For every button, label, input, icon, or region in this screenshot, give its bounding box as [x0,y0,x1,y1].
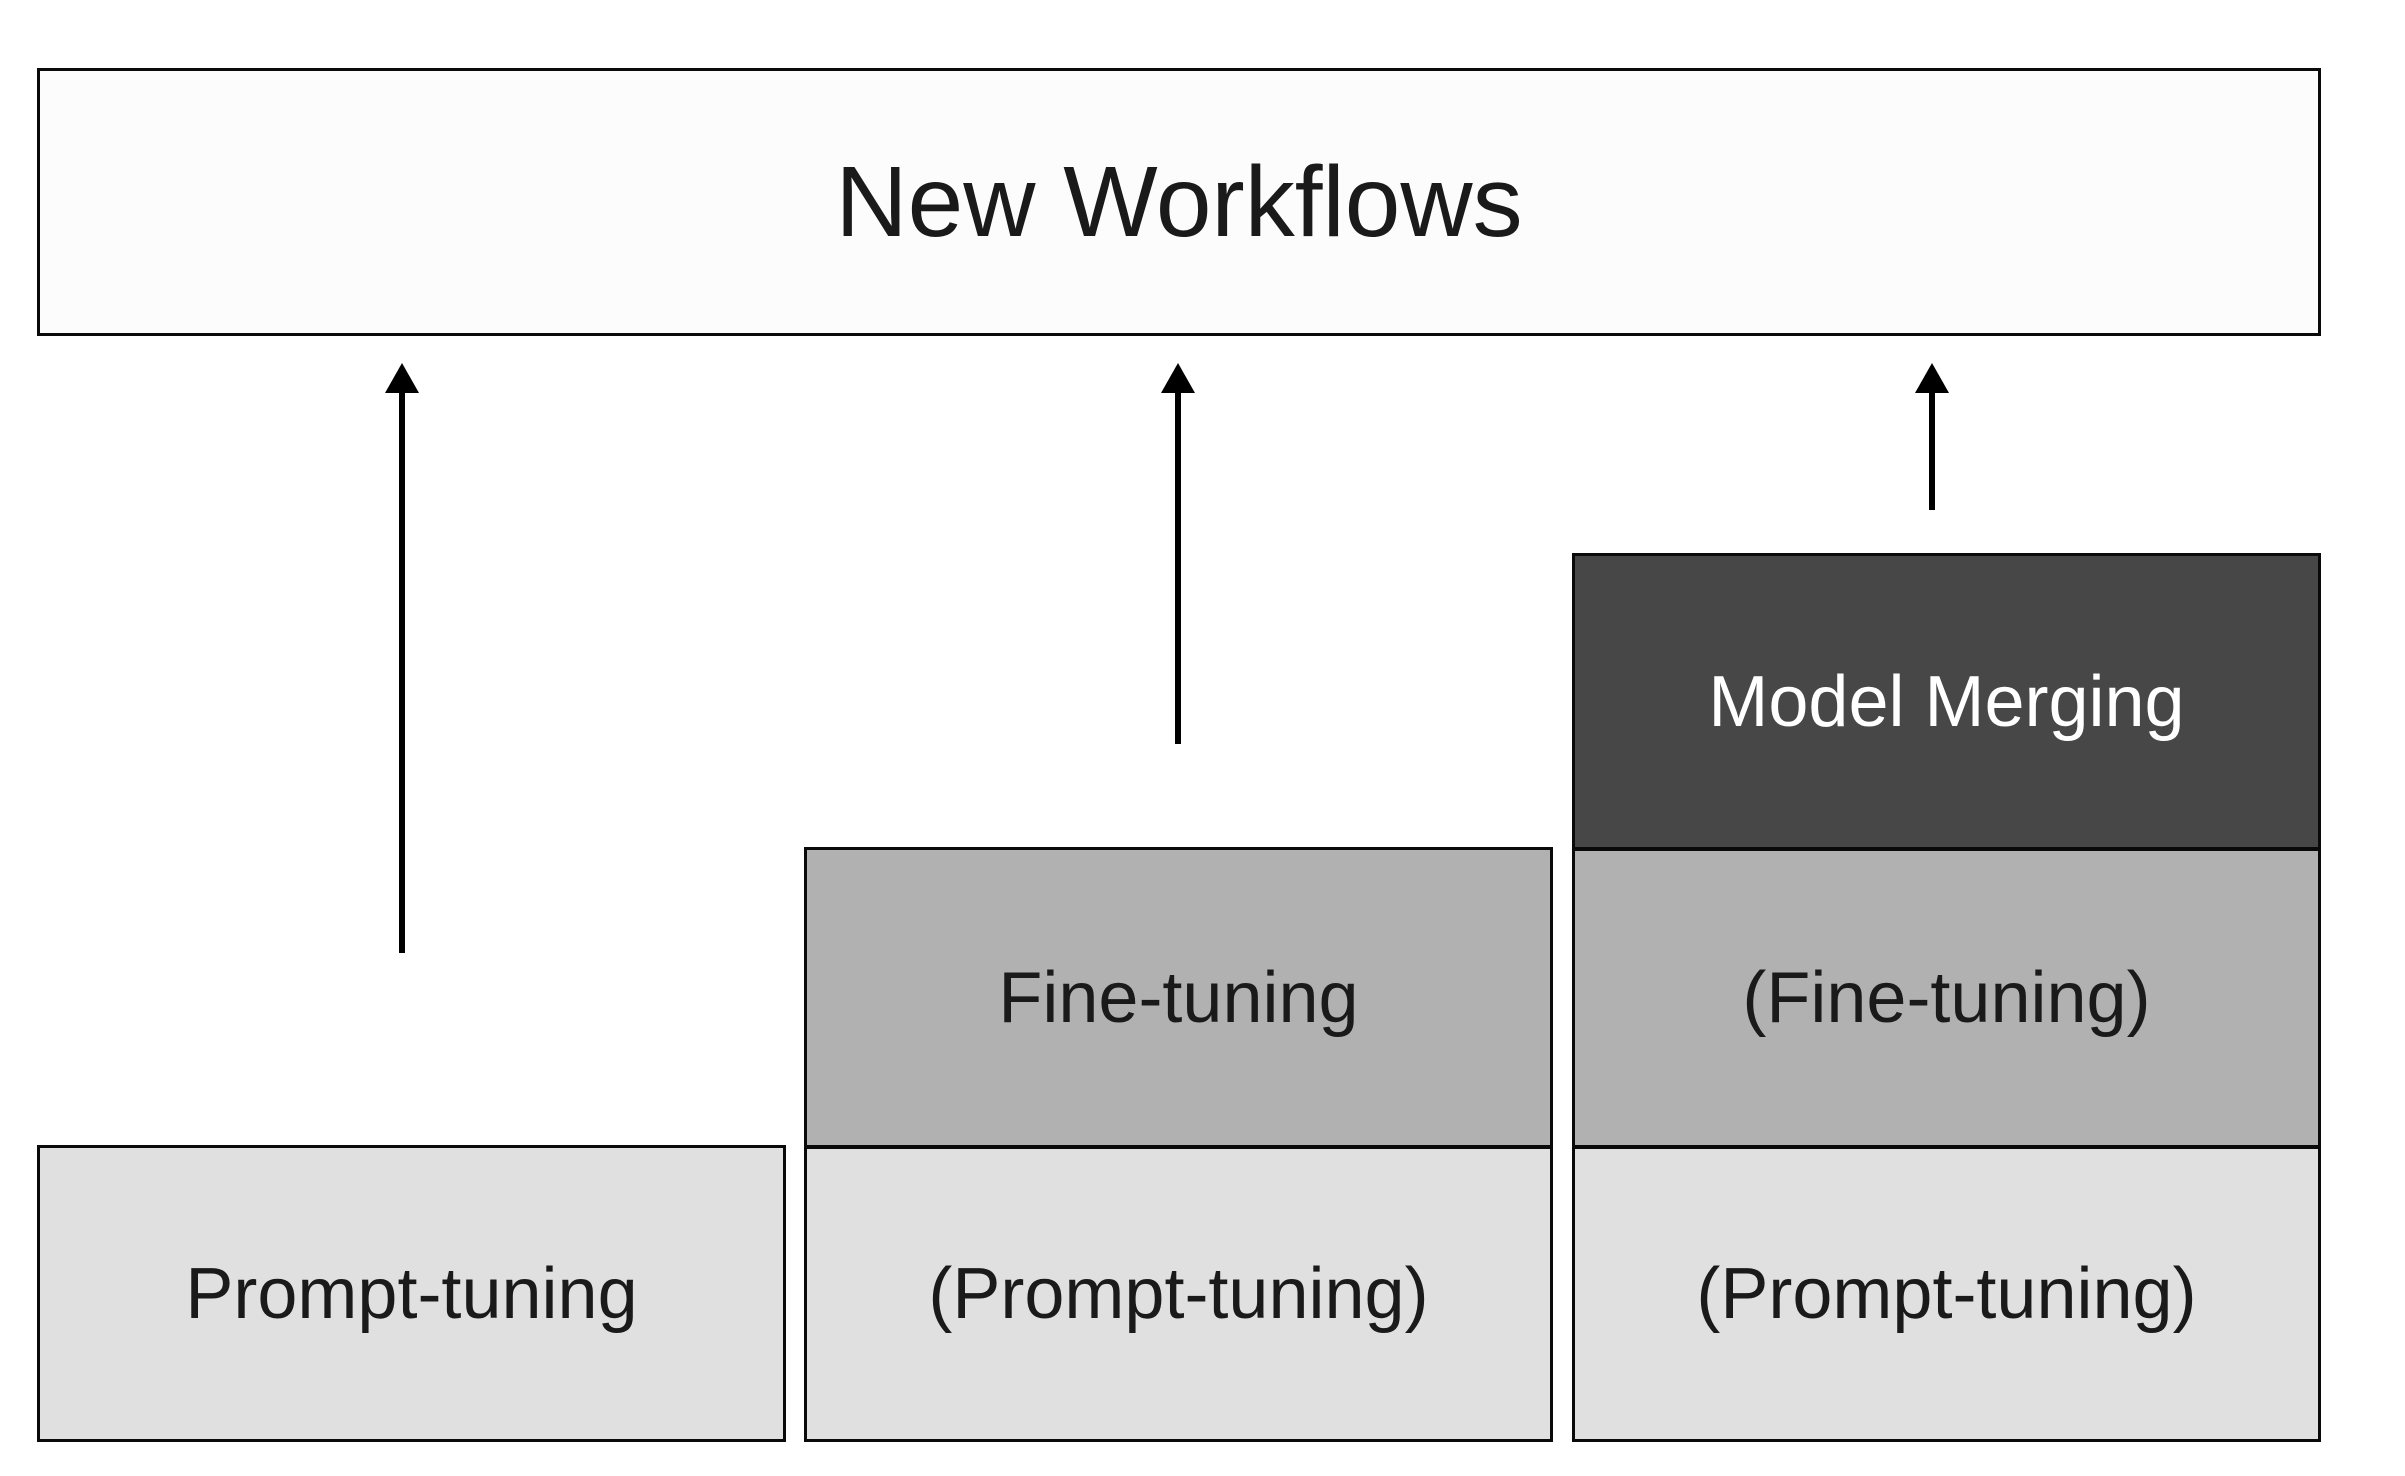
up-arrow [1915,363,1949,510]
segment-label: Fine-tuning [998,957,1359,1038]
arrow-head-icon [385,363,419,393]
column-fine-tuning: Fine-tuning (Prompt-tuning) [804,847,1553,1442]
arrow-shaft [1929,393,1935,510]
up-arrow [385,363,419,953]
segment-label: (Fine-tuning) [1742,958,2151,1038]
column-segment: (Prompt-tuning) [807,1145,1550,1439]
up-arrow [1161,363,1195,744]
segment-label: (Prompt-tuning) [1696,1254,2197,1334]
arrow-shaft [399,393,405,953]
column-segment: Prompt-tuning [40,1148,783,1439]
segment-label: (Prompt-tuning) [928,1254,1429,1334]
column-segment: (Fine-tuning) [1575,847,2318,1145]
column-segment: Model Merging [1575,556,2318,847]
column-prompt-tuning: Prompt-tuning [37,1145,786,1442]
arrow-head-icon [1161,363,1195,393]
column-segment: Fine-tuning [807,850,1550,1145]
new-workflows-label: New Workflows [835,145,1523,258]
column-segment: (Prompt-tuning) [1575,1145,2318,1439]
arrow-head-icon [1915,363,1949,393]
new-workflows-box: New Workflows [37,68,2321,336]
column-model-merging: Model Merging (Fine-tuning) (Prompt-tuni… [1572,553,2321,1442]
arrow-shaft [1175,393,1181,744]
segment-label: Prompt-tuning [185,1253,638,1334]
segment-label: Model Merging [1708,661,2185,742]
